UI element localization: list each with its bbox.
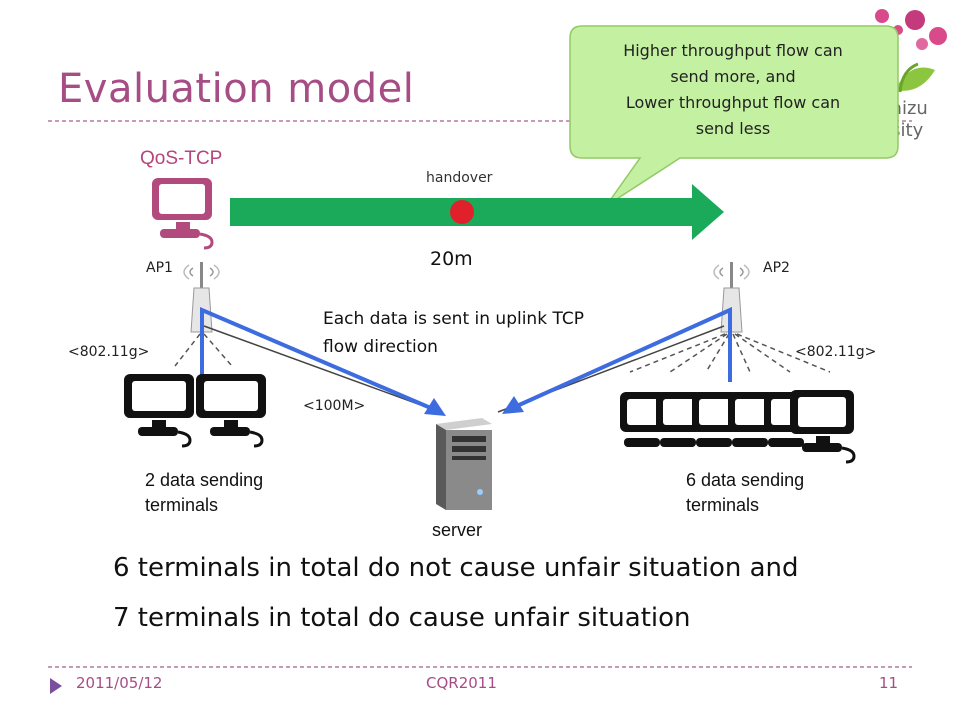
ap2-label: AP2 <box>763 260 790 276</box>
left-standard-label: <802.11g> <box>68 344 150 360</box>
right-terminal-icon <box>692 392 738 447</box>
left-terminals-label: 2 data sending terminals <box>145 470 264 515</box>
ap1-label: AP1 <box>146 260 173 276</box>
callout-text: Higher throughput flow can send more, an… <box>623 41 843 138</box>
footer-bullet-icon <box>50 678 62 694</box>
page-title: Evaluation model <box>58 66 415 112</box>
conclusion-line-2: 7 terminals in total do cause unfair sit… <box>113 603 691 633</box>
qos-tcp-label: QoS-TCP <box>140 148 223 169</box>
right-terminal-icon <box>656 392 702 447</box>
university-logo <box>875 9 947 93</box>
right-standard-label: <802.11g> <box>795 344 877 360</box>
right-flow-arrow <box>507 306 732 412</box>
handover-label: handover <box>426 170 493 186</box>
footer-page-number: 11 <box>879 674 899 692</box>
left-flow-arrow <box>200 306 441 414</box>
right-terminal-icon <box>790 390 856 464</box>
distance-label: 20m <box>430 248 473 270</box>
wired-link-label: <100M> <box>303 398 366 414</box>
right-terminal-icon <box>728 392 774 447</box>
conclusion-line-1: 6 terminals in total do not cause unfair… <box>113 553 799 583</box>
left-terminal-icon <box>124 374 194 448</box>
footer-date: 2011/05/12 <box>76 674 163 692</box>
right-terminals-label: 6 data sending terminals <box>686 470 805 515</box>
ap1-icon <box>183 262 220 333</box>
flow-direction-note: Each data is sent in uplink TCP flow dir… <box>323 309 584 357</box>
server-label: server <box>432 520 483 540</box>
title-divider <box>48 120 912 122</box>
handover-point <box>450 200 474 224</box>
right-terminal-icon <box>620 392 666 447</box>
footer-conference: CQR2011 <box>426 674 497 692</box>
server-icon <box>436 418 492 510</box>
footer-divider <box>48 666 912 668</box>
qos-terminal-icon <box>152 178 214 250</box>
left-terminal-icon <box>196 374 266 448</box>
